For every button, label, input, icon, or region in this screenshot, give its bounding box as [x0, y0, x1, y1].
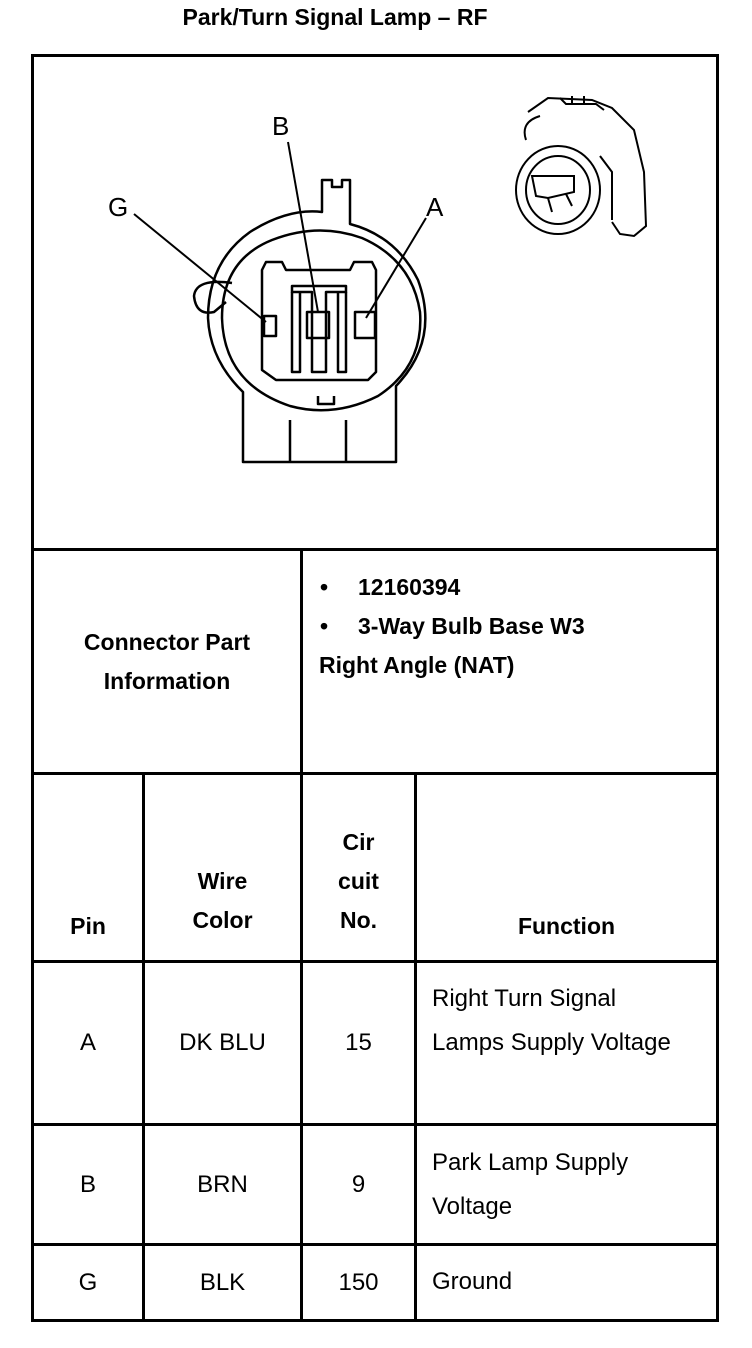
- part-description-continuation: Right Angle (NAT): [319, 652, 515, 678]
- connector-part-info-values: •12160394 •3-Way Bulb Base W3 Right Angl…: [319, 568, 585, 685]
- divider: [414, 772, 417, 1322]
- table-row-wire-color: DK BLU: [179, 1029, 266, 1056]
- divider: [31, 960, 719, 963]
- divider: [716, 54, 719, 1322]
- pin-a-pad: [353, 310, 377, 340]
- page-title: Park/Turn Signal Lamp – RF: [182, 4, 488, 30]
- table-row-circuit: 9: [351, 1170, 366, 1198]
- table-frame: [31, 54, 719, 1322]
- list-item: •12160394: [320, 574, 461, 600]
- part-number: 12160394: [358, 574, 461, 600]
- header-wire-color: Wire Color: [192, 868, 253, 933]
- table-row-function: Right Turn Signal Lamps Supply Voltage: [432, 985, 671, 1056]
- connector-diagram: B G A: [108, 96, 648, 464]
- pin-label: A: [426, 192, 444, 222]
- divider: [31, 772, 719, 775]
- table-row-function: Park Lamp Supply Voltage: [432, 1149, 629, 1220]
- pin-label: G: [108, 192, 128, 222]
- part-description: 3-Way Bulb Base W3: [358, 613, 585, 639]
- header-pin: Pin: [70, 913, 106, 939]
- table-row-wire-color: BRN: [197, 1170, 248, 1198]
- list-item: •3-Way Bulb Base W3: [320, 613, 585, 639]
- pin-label: B: [272, 111, 289, 141]
- pin-g-pad: [262, 314, 278, 338]
- divider: [31, 548, 719, 551]
- table-row-function: Ground: [432, 1268, 513, 1295]
- table-row-pin: A: [79, 1029, 96, 1056]
- table-row-circuit: 15: [345, 1029, 372, 1056]
- connector-part-info-label: Connector Part Information: [83, 628, 251, 694]
- terminal-blade: [290, 284, 348, 374]
- table-row-pin: B: [79, 1170, 96, 1198]
- divider: [31, 1123, 719, 1126]
- divider: [142, 772, 145, 1322]
- header-function: Function: [517, 913, 616, 939]
- connector-housing: [206, 178, 427, 464]
- table-row-wire-color: BLK: [199, 1268, 246, 1296]
- table-row-circuit: 150: [338, 1268, 379, 1296]
- connector-ring: [220, 229, 422, 412]
- connector-perspective-view: [515, 96, 648, 238]
- header-circuit: Cir cuit No.: [338, 829, 379, 933]
- table-row-pin: G: [78, 1268, 98, 1296]
- divider: [31, 1243, 719, 1246]
- terminal-cavity: [260, 260, 378, 382]
- divider: [300, 548, 303, 1322]
